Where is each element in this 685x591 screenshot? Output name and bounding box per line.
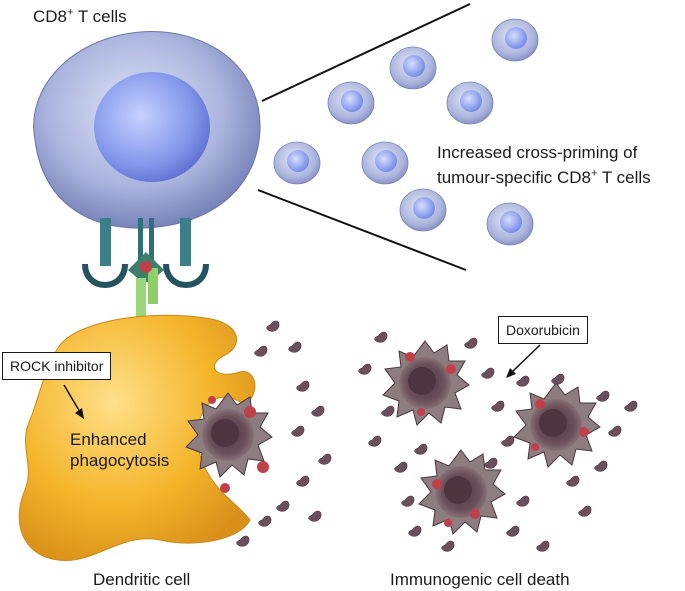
increased-line-2-sup: + bbox=[591, 167, 598, 180]
cd8-title-sup: + bbox=[67, 6, 74, 19]
zoom-line-bottom bbox=[257, 189, 467, 271]
cd8-title-rest: T cells bbox=[73, 7, 127, 26]
increased-line-2: tumour-specific CD8+ T cells bbox=[437, 167, 651, 188]
doxorubicin-box: Doxorubicin bbox=[498, 316, 588, 344]
engulfed-dying-cell bbox=[185, 392, 273, 493]
zoom-line-top bbox=[261, 3, 471, 102]
increased-line-1: Increased cross-priming of bbox=[437, 143, 638, 162]
rock-inhibitor-box: ROCK inhibitor bbox=[2, 352, 112, 380]
increased-cross-priming-label: Increased cross-priming of tumour-specif… bbox=[437, 142, 651, 188]
dying-cell-2 bbox=[513, 382, 601, 468]
increased-line-2-main: tumour-specific CD8 bbox=[437, 168, 591, 187]
tcr-receptor-right bbox=[163, 218, 209, 288]
dying-tumour-cells bbox=[382, 340, 601, 535]
rock-arrow bbox=[63, 384, 84, 419]
immunogenic-cell-death-label: Immunogenic cell death bbox=[390, 570, 570, 589]
cd8-title-main: CD8 bbox=[33, 7, 68, 26]
cd8-t-cells-title: CD8+ T cells bbox=[33, 6, 127, 27]
increased-line-2-rest: T cells bbox=[597, 168, 651, 187]
t-cell-nucleus bbox=[94, 72, 210, 182]
enhanced-line-2: phagocytosis bbox=[70, 451, 170, 470]
cd8-t-cell bbox=[33, 31, 261, 229]
dying-cell-1 bbox=[382, 340, 470, 426]
tcr-receptor-left bbox=[82, 218, 128, 288]
enhanced-line-1: Enhanced bbox=[70, 430, 147, 449]
doxorubicin-arrow bbox=[506, 344, 541, 378]
dying-cell-3 bbox=[418, 449, 506, 535]
dendritic-cell-label: Dendritic cell bbox=[93, 570, 191, 589]
enhanced-phagocytosis-label: Enhanced phagocytosis bbox=[70, 429, 169, 471]
mhc-peptide-complex bbox=[128, 218, 164, 336]
